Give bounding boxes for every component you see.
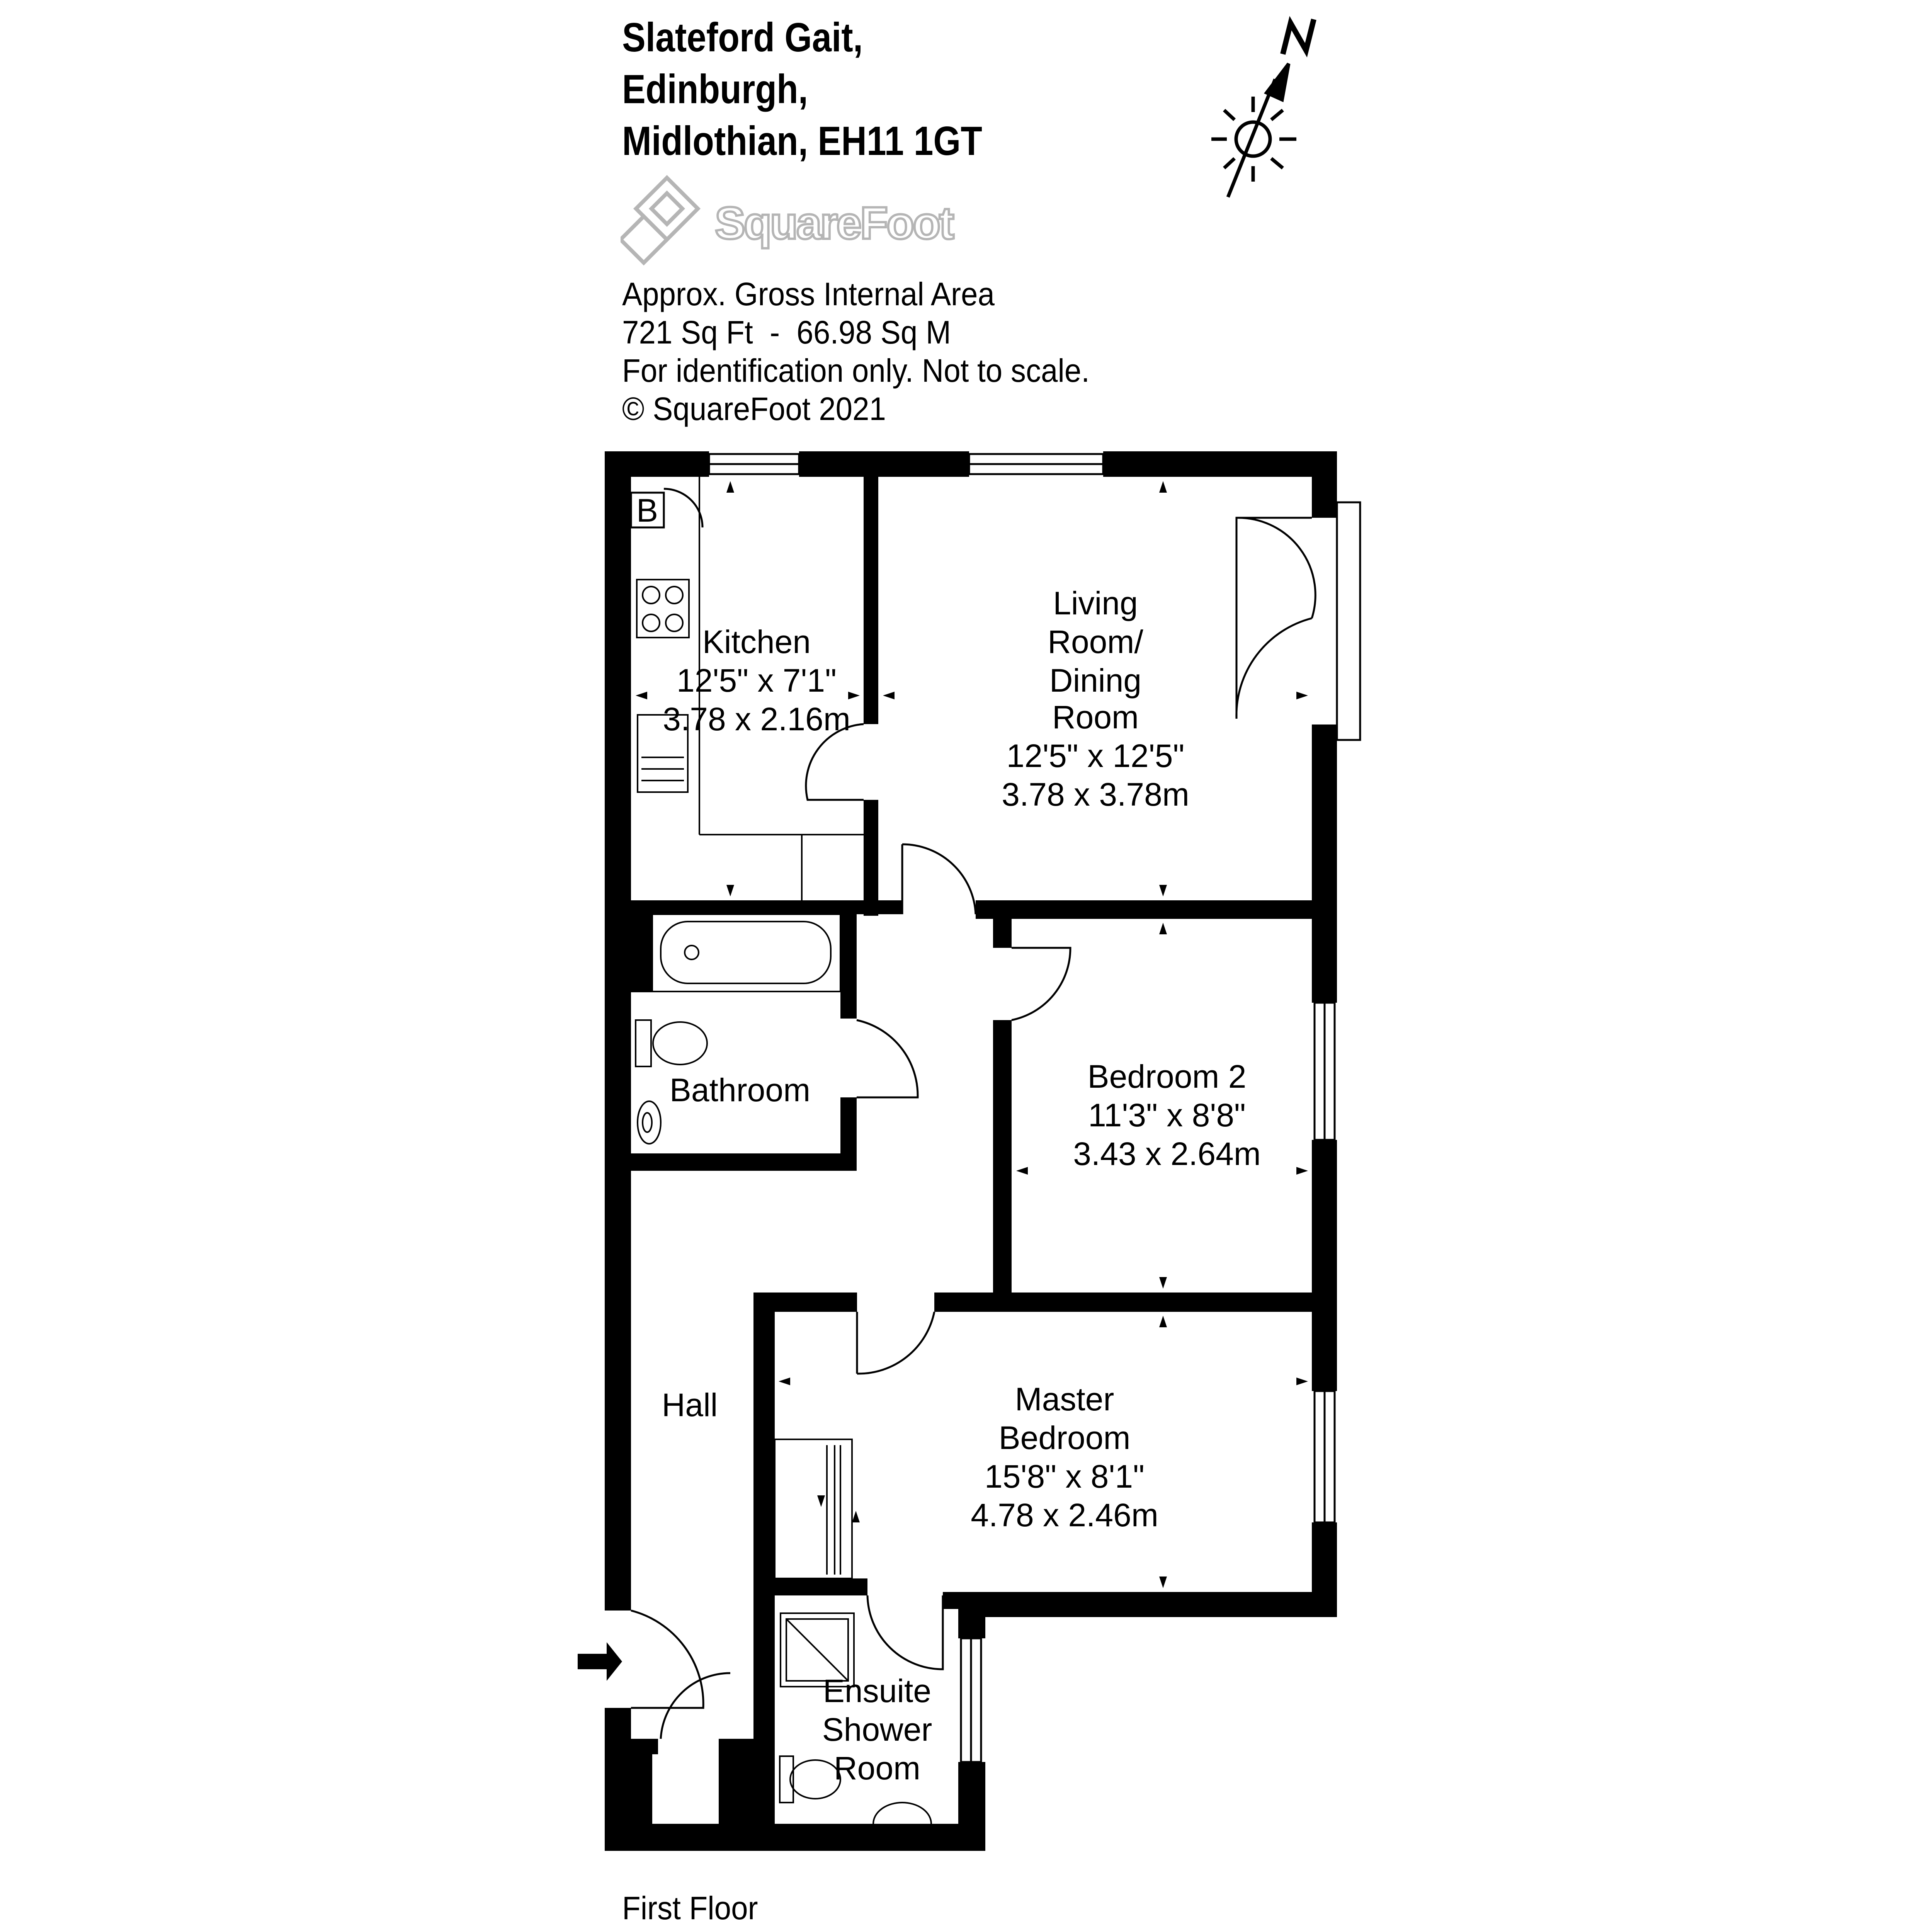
- windows: [708, 453, 1361, 1763]
- wardrobe: [774, 1439, 853, 1579]
- master-imperial: 15'8" x 8'1": [985, 1458, 1145, 1495]
- brand-name: SquareFoot: [714, 197, 956, 250]
- living-name-3: Dining: [1049, 662, 1141, 699]
- ensuite-fixtures: [779, 1612, 932, 1824]
- master-metric: 4.78 x 2.46m: [971, 1497, 1158, 1533]
- address-line-1: Slateford Gait,: [622, 15, 863, 60]
- area-info-line-3: For identification only. Not to scale.: [622, 352, 1090, 389]
- master-name-2: Bedroom: [999, 1420, 1131, 1456]
- compass-north-letter: [1280, 16, 1316, 58]
- ensuite-name-2: Shower: [822, 1711, 932, 1748]
- living-name-4: Room: [1052, 699, 1139, 735]
- doors: [630, 488, 1316, 1739]
- area-info-line-1: Approx. Gross Internal Area: [622, 276, 995, 312]
- kitchen-metric: 3.78 x 2.16m: [663, 701, 850, 737]
- bathroom-name: Bathroom: [670, 1072, 810, 1108]
- floor-label: First Floor: [622, 1890, 758, 1926]
- master-name-1: Master: [1015, 1381, 1114, 1417]
- living-metric: 3.78 x 3.78m: [1002, 776, 1189, 813]
- ensuite-name-1: Ensuite: [823, 1673, 931, 1709]
- squarefoot-logo-icon: [621, 175, 701, 266]
- living-imperial: 12'5" x 12'5": [1007, 738, 1185, 774]
- compass-icon: [1211, 63, 1296, 198]
- address-line-3: Midlothian, EH11 1GT: [622, 118, 982, 164]
- address-line-2: Edinburgh,: [622, 66, 808, 112]
- property-address: Slateford Gait, Edinburgh, Midlothian, E…: [622, 12, 982, 167]
- area-info: Approx. Gross Internal Area 721 Sq Ft - …: [622, 275, 1090, 428]
- kitchen-imperial: 12'5" x 7'1": [677, 662, 837, 699]
- living-name-1: Living: [1053, 585, 1138, 621]
- bedroom2-imperial: 11'3" x 8'8": [1088, 1097, 1246, 1133]
- room-labels: Kitchen 12'5" x 7'1" 3.78 x 2.16m Living…: [636, 492, 1261, 1786]
- kitchen-name: Kitchen: [702, 624, 811, 660]
- bedroom2-name: Bedroom 2: [1088, 1058, 1247, 1095]
- dimension-markers: [636, 481, 1308, 1588]
- walls: [605, 451, 1337, 1851]
- copyright: © SquareFoot 2021: [622, 391, 886, 427]
- entrance-arrow-icon: [578, 1642, 622, 1681]
- hall-name: Hall: [662, 1387, 718, 1423]
- ensuite-name-3: Room: [834, 1750, 920, 1786]
- boiler-label: B: [636, 492, 658, 529]
- area-info-line-2: 721 Sq Ft - 66.98 Sq M: [622, 314, 951, 350]
- living-name-2: Room/: [1048, 624, 1143, 660]
- kitchen-fixtures: [636, 477, 864, 900]
- bathroom-fixtures: [631, 913, 841, 1145]
- bedroom2-metric: 3.43 x 2.64m: [1073, 1136, 1261, 1172]
